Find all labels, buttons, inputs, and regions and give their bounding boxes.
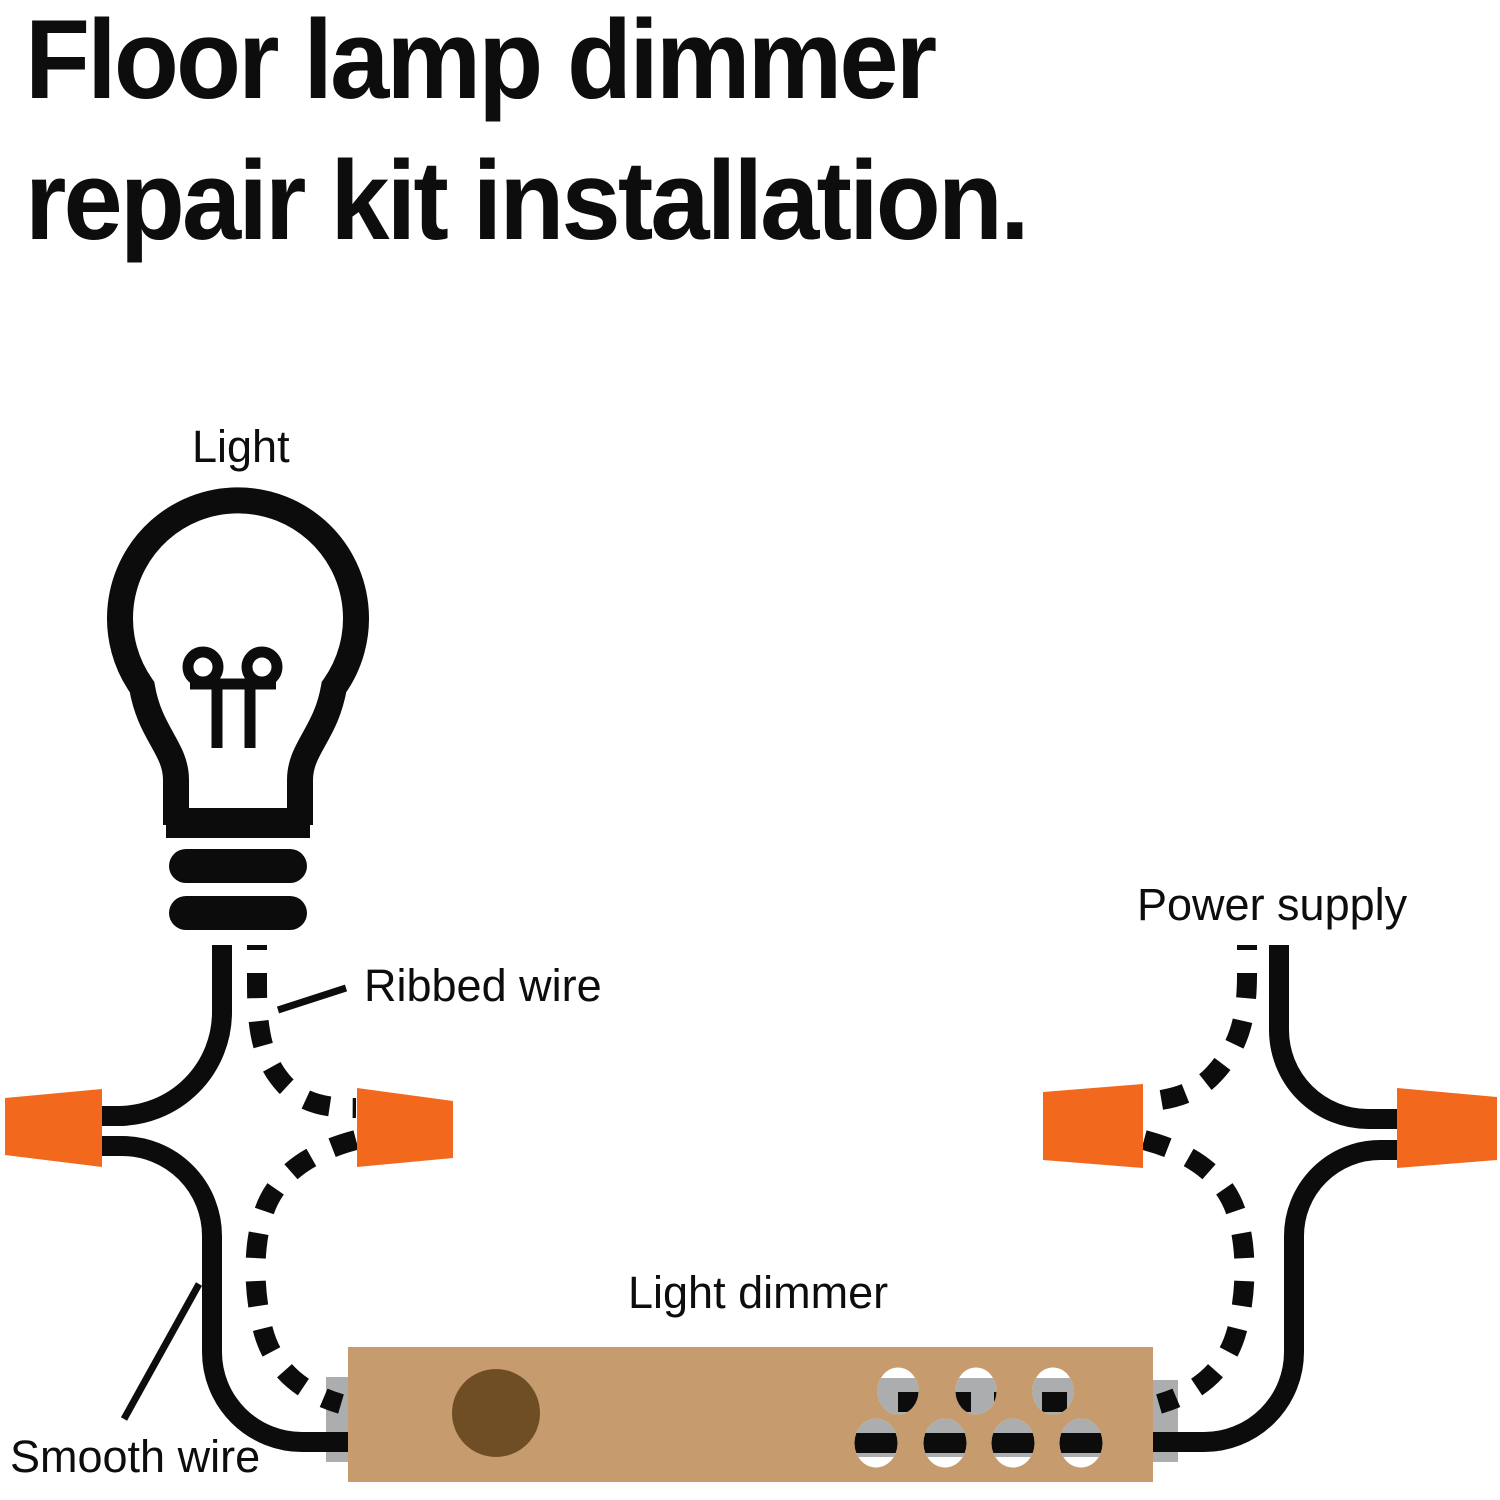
ribbed-wire-inside-dimmer: [877, 1378, 1074, 1415]
smooth-wire-nut-to-dimmer: [101, 1136, 350, 1452]
label-light: Light: [192, 421, 290, 472]
bulb-base-ring-1: [169, 849, 307, 883]
label-ribbed-wire: Ribbed wire: [364, 960, 602, 1011]
wire-nut-icon-left-inner: [357, 1088, 453, 1167]
label-power-supply: Power supply: [1137, 879, 1408, 930]
smooth-wire-pointer-line: [120, 1282, 203, 1421]
bulb-glass-outline: [107, 487, 369, 825]
label-light-dimmer: Light dimmer: [628, 1267, 888, 1318]
ribbed-wire-pointer-line: [276, 984, 348, 1014]
page-title-line2: repair kit installation.: [25, 138, 1030, 263]
bulb-filament-icon: [182, 646, 283, 748]
bulb-neck-collar: [166, 808, 310, 838]
dimmer-dial: [452, 1369, 540, 1457]
wire-nut-icon-left-outer: [5, 1089, 102, 1167]
filament-left-loop: [182, 646, 224, 688]
page-title: Floor lamp dimmer repair kit installatio…: [25, 0, 1030, 271]
light-bulb-icon: [107, 487, 369, 930]
smooth-wire-power-to-nut: [1269, 945, 1398, 1129]
bulb-base-ring-2: [169, 896, 307, 930]
ribbed-wire-nut-to-dimmer: [245, 1130, 359, 1414]
power-side-wires: [1141, 945, 1398, 1452]
smooth-wire-nut-to-dimmer-right: [1152, 1140, 1398, 1452]
dimmer-box-icon: [348, 1347, 1153, 1482]
filament-right-loop: [241, 646, 283, 688]
smooth-wire-light-to-nut: [101, 945, 232, 1126]
ribbed-wire-power-to-nut: [1143, 945, 1257, 1112]
wire-nut-icon-right-inner: [1043, 1084, 1143, 1168]
wire-nuts: [5, 1084, 1497, 1168]
page-title-line1: Floor lamp dimmer: [25, 0, 937, 122]
ribbed-wire-nut-to-dimmer-right: [1141, 1130, 1255, 1414]
light-side-wires: [101, 945, 359, 1452]
wire-nut-icon-right-outer: [1397, 1088, 1497, 1168]
label-smooth-wire: Smooth wire: [10, 1431, 260, 1482]
ribbed-wire-light-to-nut: [247, 945, 357, 1118]
